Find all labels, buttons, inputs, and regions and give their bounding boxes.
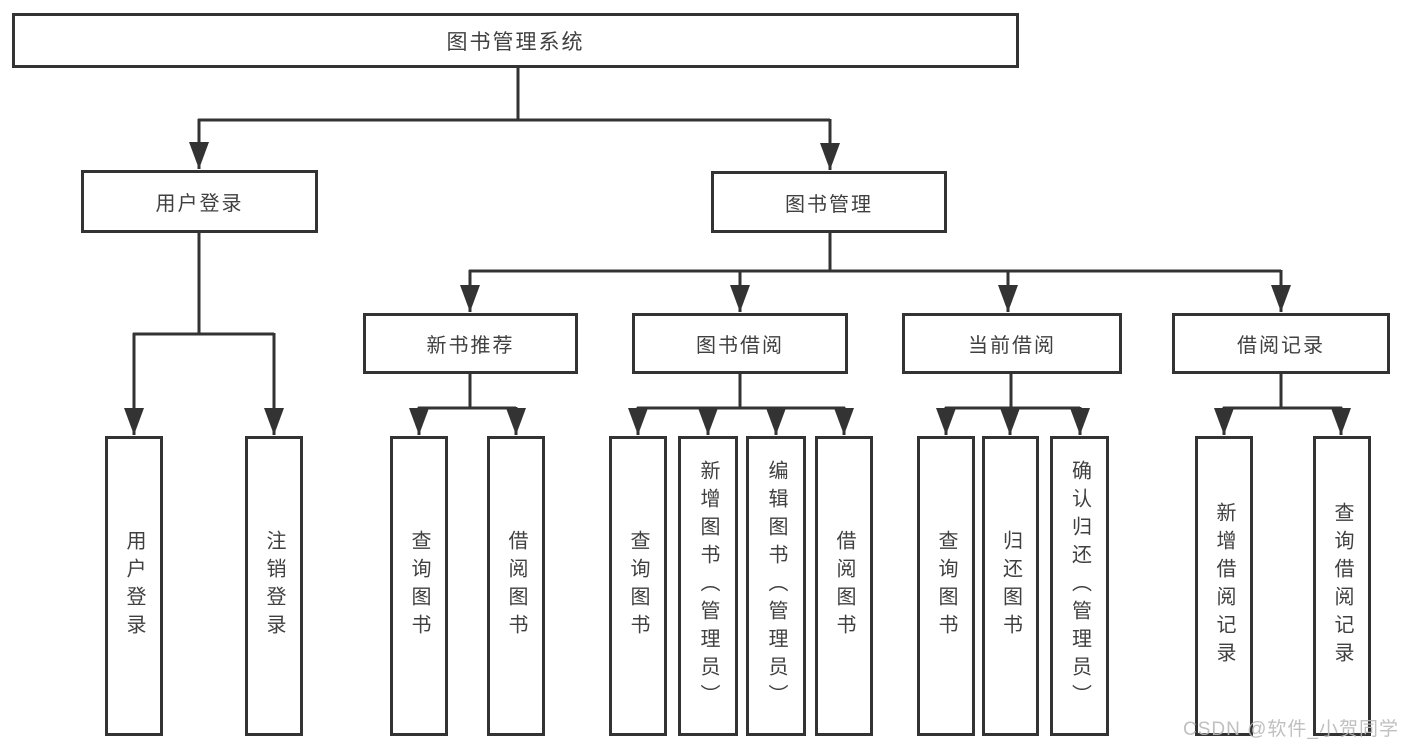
node-new-book-recommend-label: 新书推荐 — [426, 335, 515, 357]
node-root-label: 图书管理系统 — [446, 30, 585, 54]
leaf-borrow-edit-book-admin: 编辑图书（管理员） — [746, 436, 806, 736]
node-current-borrow: 当前借阅 — [902, 313, 1122, 374]
leaf-recommend-query-book: 查询图书 — [390, 436, 448, 736]
leaf-borrow-query-book: 查询图书 — [609, 436, 667, 736]
csdn-watermark: CSDN @软件_小贺同学 — [1183, 719, 1399, 740]
node-current-borrow-label: 当前借阅 — [968, 335, 1056, 357]
leaf-record-query-record: 查询借阅记录 — [1313, 436, 1371, 736]
leaf-borrow-add-book-admin: 新增图书（管理员） — [678, 436, 738, 736]
leaf-current-query-book: 查询图书 — [917, 436, 975, 736]
node-root-library-system: 图书管理系统 — [12, 13, 1019, 68]
node-book-management: 图书管理 — [711, 171, 947, 233]
node-book-borrow-label: 图书借阅 — [696, 335, 784, 357]
leaf-recommend-query-book-label: 查询图书 — [408, 530, 430, 642]
leaf-current-query-book-label: 查询图书 — [935, 530, 957, 642]
leaf-record-add-record: 新增借阅记录 — [1195, 436, 1253, 736]
leaf-borrow-edit-book-admin-label: 编辑图书（管理员） — [765, 460, 787, 712]
node-user-login-label: 用户登录 — [155, 193, 244, 215]
leaf-current-confirm-return-admin: 确认归还（管理员） — [1050, 436, 1109, 736]
leaf-current-return-book: 归还图书 — [982, 436, 1039, 736]
node-user-login: 用户登录 — [81, 170, 318, 233]
leaf-record-add-record-label: 新增借阅记录 — [1213, 502, 1235, 670]
leaf-record-query-record-label: 查询借阅记录 — [1331, 502, 1353, 670]
leaf-logout: 注销登录 — [245, 436, 303, 736]
leaf-recommend-borrow-book-label: 借阅图书 — [505, 530, 527, 642]
leaf-recommend-borrow-book: 借阅图书 — [487, 436, 545, 736]
node-book-management-label: 图书管理 — [785, 193, 873, 216]
leaf-borrow-add-book-admin-label: 新增图书（管理员） — [697, 460, 719, 712]
leaf-borrow-borrow-book-label: 借阅图书 — [833, 530, 855, 642]
node-borrow-record: 借阅记录 — [1172, 313, 1390, 374]
node-borrow-record-label: 借阅记录 — [1237, 335, 1325, 357]
node-book-borrow: 图书借阅 — [632, 313, 848, 374]
leaf-user-login-label: 用户登录 — [123, 530, 145, 642]
node-new-book-recommend: 新书推荐 — [363, 313, 578, 374]
leaf-borrow-borrow-book: 借阅图书 — [815, 436, 873, 736]
leaf-current-confirm-return-admin-label: 确认归还（管理员） — [1068, 460, 1091, 712]
leaf-logout-label: 注销登录 — [263, 530, 285, 642]
leaf-borrow-query-book-label: 查询图书 — [627, 530, 649, 642]
leaf-user-login: 用户登录 — [105, 436, 163, 736]
leaf-current-return-book-label: 归还图书 — [999, 530, 1022, 642]
